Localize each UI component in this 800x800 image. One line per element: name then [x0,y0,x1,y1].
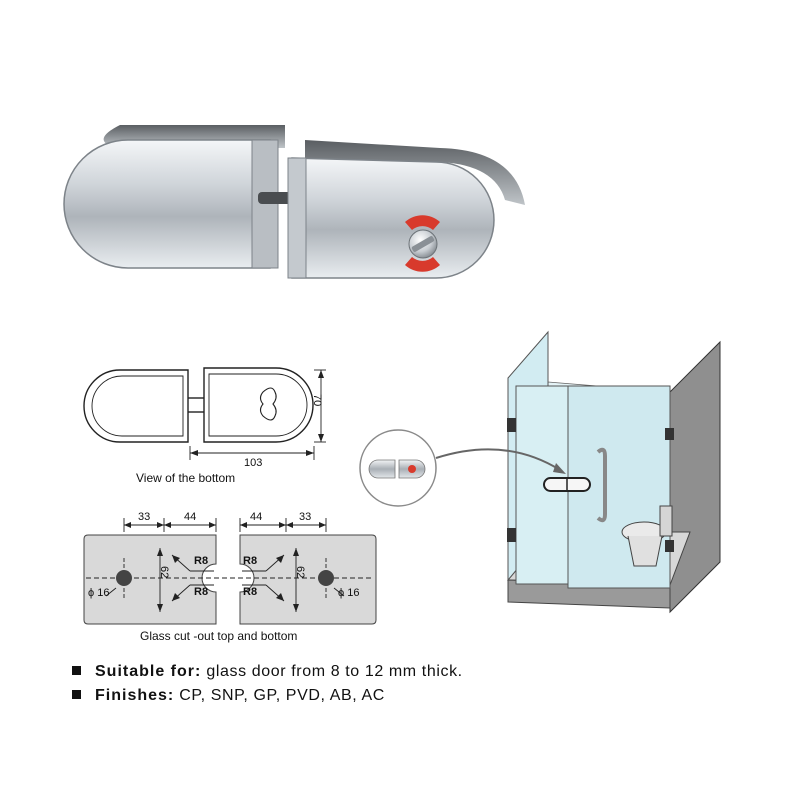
spec-finishes: Finishes: CP, SNP, GP, PVD, AB, AC [72,687,385,705]
radius-label-2: R8 [194,586,209,598]
bullet-square-icon [72,666,81,676]
hinge-right-plate [291,157,495,279]
keyhole-icon [259,387,277,421]
callout-arrow [435,448,561,471]
indicator-red-top [405,215,440,230]
bottom-left-plate [83,369,189,443]
spec-suitable-for: Suitable for: glass door from 8 to 12 mm… [72,663,463,681]
bottom-right-plate [203,367,314,443]
hinge-pin [258,192,292,204]
hole-left-dim: ϕ 16 [88,587,110,599]
glass-panel-left [83,534,217,625]
bottom-view-caption: View of the bottom [136,471,236,485]
cutout-dim-2: 44 [184,511,197,523]
radius-label-1: R8 [194,555,209,567]
radius-label-3: R8 [243,555,258,567]
product-thumbnail [359,429,437,507]
indicator-red-bottom [405,257,440,272]
cutout-dim-1: 33 [138,511,151,523]
cutout-dim-4: 33 [299,511,312,523]
cutout-dim-3: 44 [250,511,263,523]
bullet-square-icon [72,690,81,700]
radius-label-4: R8 [243,586,258,598]
hole-left [116,570,132,586]
hole-right [318,570,334,586]
spec-key: Suitable for: [95,663,202,680]
cutout-caption: Glass cut -out top and bottom [140,629,298,643]
hole-right-dim: ϕ 16 [338,587,360,599]
spec-value: glass door from 8 to 12 mm thick. [201,663,463,680]
bottom-view-width-dim: 103 [244,457,263,469]
spec-value: CP, SNP, GP, PVD, AB, AC [174,687,385,704]
door-handle [596,447,607,523]
enclosure-wall [669,340,721,614]
hinge-left-plate [63,139,271,269]
spec-key: Finishes: [95,687,175,704]
glass-panel-right [239,534,377,625]
